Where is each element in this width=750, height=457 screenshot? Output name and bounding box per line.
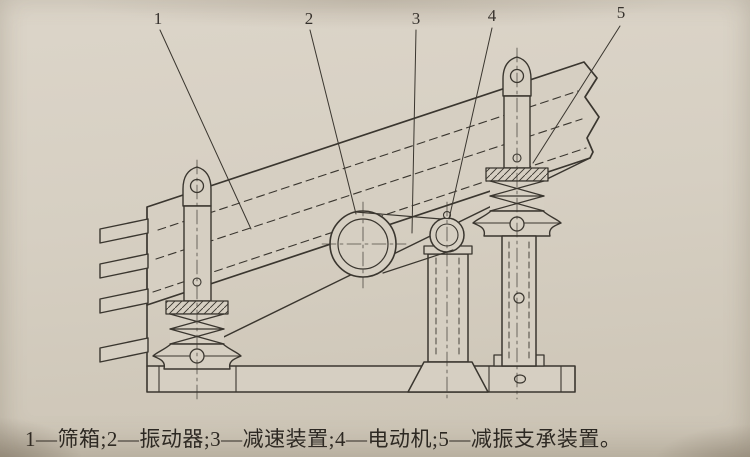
base-bar: [146, 365, 576, 393]
callout-leaders: [159, 25, 621, 234]
callout-4: 4: [488, 6, 497, 25]
callout-1: 1: [154, 9, 163, 28]
leader-4: [448, 27, 493, 220]
base-bolt-hole: [513, 374, 527, 384]
belt-line: [382, 249, 454, 274]
stub: [99, 337, 149, 363]
leader-5: [532, 25, 621, 164]
center-lines: [196, 47, 518, 400]
callout-3: 3: [412, 9, 421, 28]
drive-unit: [329, 210, 489, 393]
stub: [99, 253, 149, 279]
motor-column: [427, 253, 469, 363]
base-frame: [146, 365, 576, 393]
motor-foot: [407, 361, 489, 393]
callout-5: 5: [617, 3, 626, 22]
leader-1: [159, 29, 252, 230]
vibrator-inner-circle: [337, 218, 389, 270]
callout-2: 2: [305, 9, 314, 28]
belt-line: [355, 211, 442, 220]
support-column: [501, 235, 537, 367]
stub: [99, 288, 149, 314]
screen-deck-hidden-line: [155, 118, 583, 260]
stub: [99, 218, 149, 244]
leader-3: [411, 29, 417, 234]
callout-numbers: 1 2 3 4 5: [154, 3, 626, 28]
leader-2: [309, 29, 357, 215]
figure-legend-caption: 1—筛箱;2—振动器;3—减速装置;4—电动机;5—减振支承装置。: [25, 427, 622, 451]
guide-post: [183, 205, 212, 302]
feed-stubs: [99, 218, 149, 363]
column-hole: [513, 292, 525, 304]
